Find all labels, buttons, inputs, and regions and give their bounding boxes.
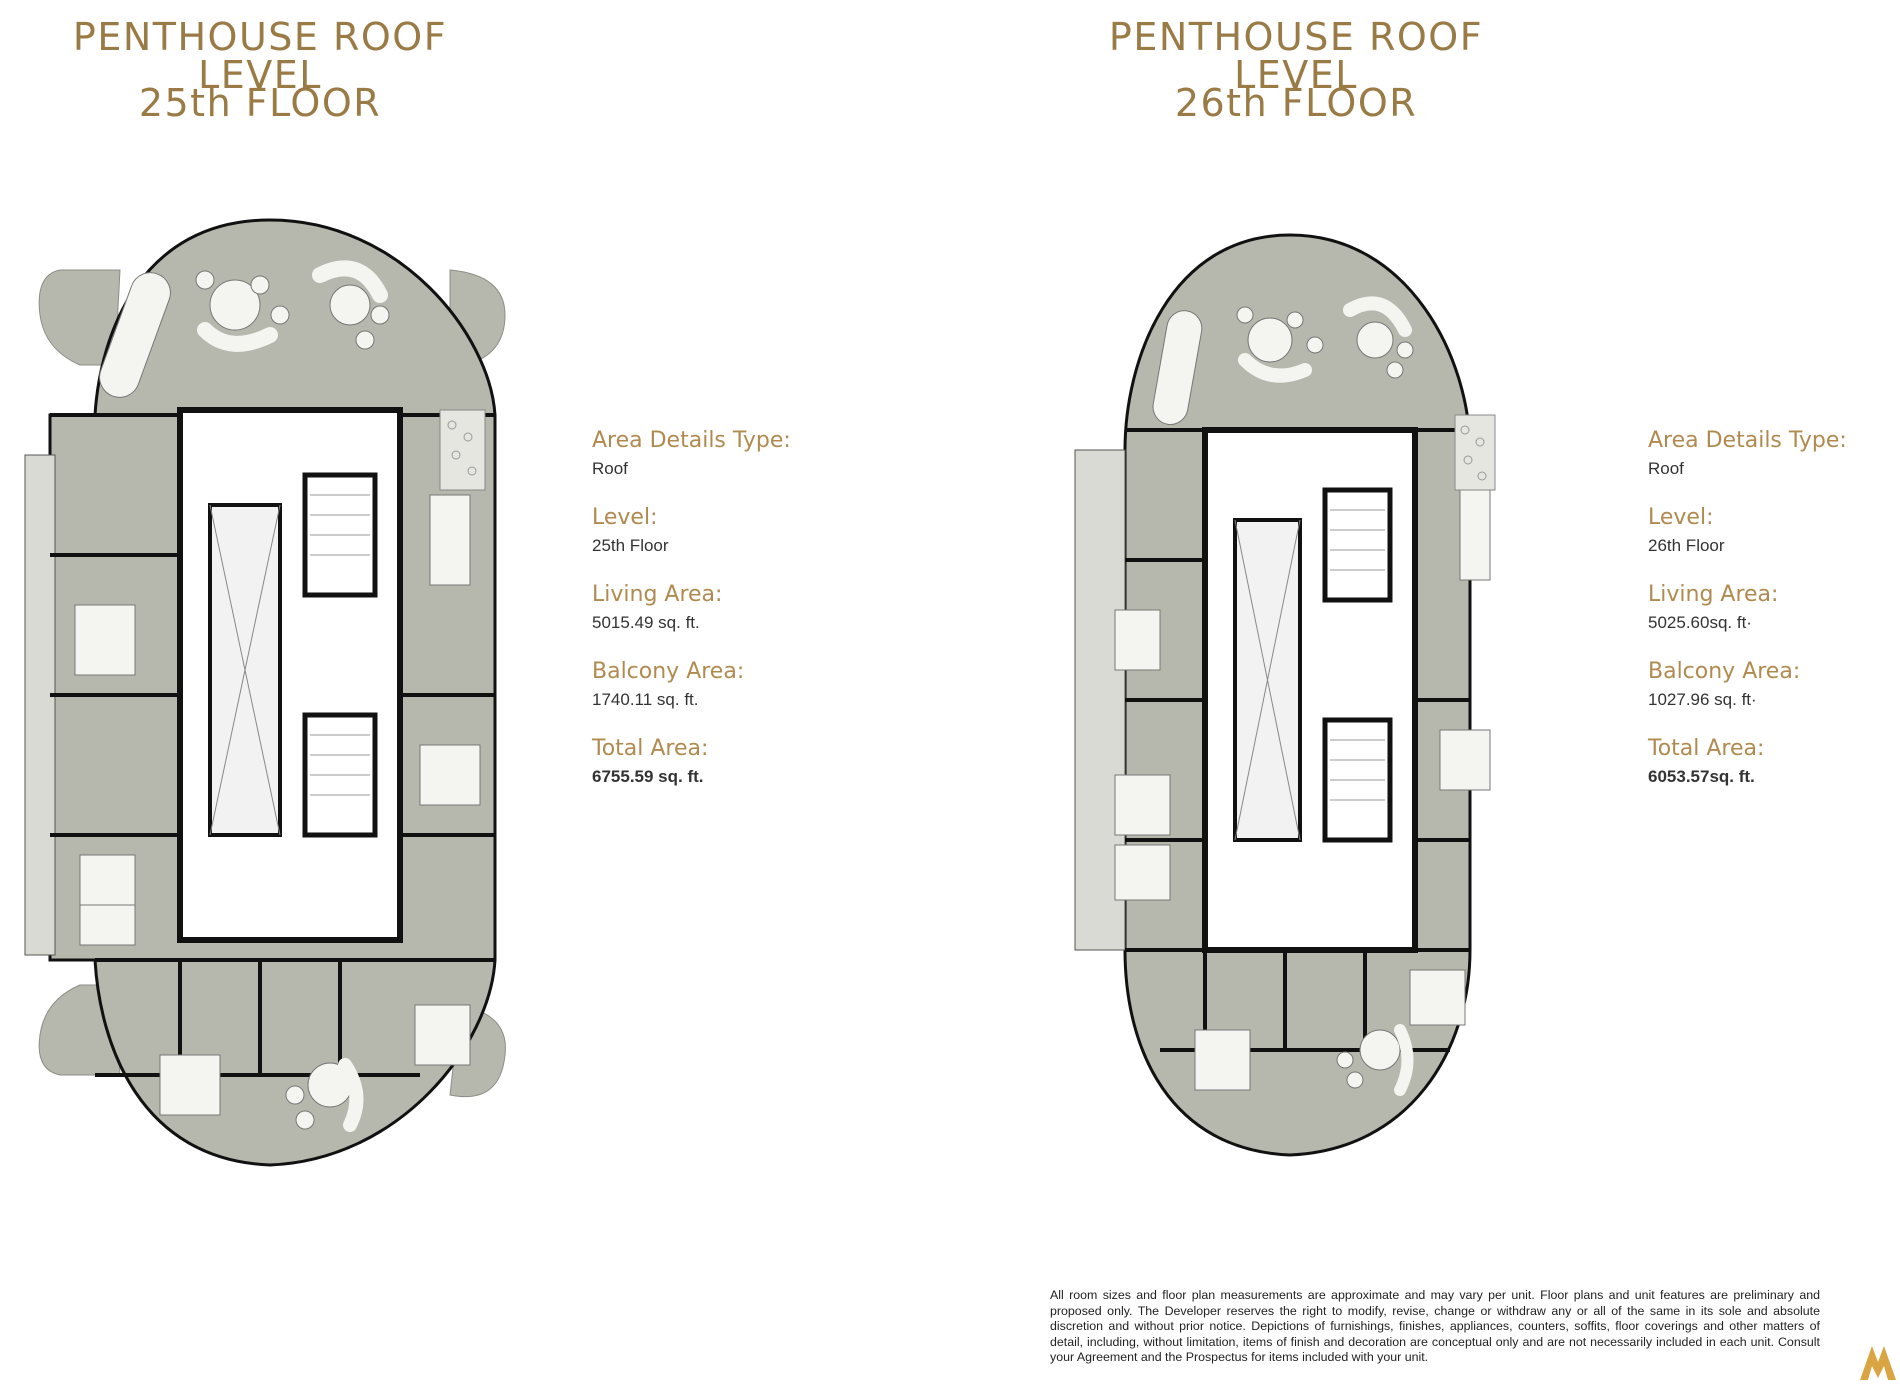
disclaimer-text: All room sizes and floor plan measuremen… xyxy=(1050,1288,1820,1364)
balcony-pod xyxy=(38,269,121,366)
total-area-value: 6053.57sq. ft. xyxy=(1648,767,1755,786)
balcony-area-label: Balcony Area: xyxy=(592,659,745,684)
balcony-area-value: 1740.11 sq. ft. xyxy=(592,690,699,709)
right-title-line1: PENTHOUSE ROOF LEVEL xyxy=(1108,15,1484,97)
stair-upper xyxy=(1322,487,1393,603)
level-label: Level: xyxy=(1648,505,1714,530)
floor-plan-26th xyxy=(1074,233,1496,1157)
level-value: 26th Floor xyxy=(1648,536,1725,555)
brand-logo-icon xyxy=(1860,1346,1896,1380)
type-label: Area Details Type: xyxy=(592,428,791,453)
level-label: Level: xyxy=(592,505,658,530)
type-value: Roof xyxy=(1648,459,1684,478)
right-title-line2: 26th FLOOR xyxy=(1174,81,1418,125)
side-terrace xyxy=(24,454,56,956)
floor-plan-25th xyxy=(24,218,506,1167)
total-area-label: Total Area: xyxy=(592,736,709,761)
living-area-value: 5025.60sq. ft· xyxy=(1648,613,1752,632)
left-title-line1: PENTHOUSE ROOF LEVEL xyxy=(72,15,448,97)
left-title-line2: 25th FLOOR xyxy=(138,81,382,125)
area-details-25th: Area Details Type: Roof Level: 25th Floo… xyxy=(592,430,852,815)
total-area-value: 6755.59 sq. ft. xyxy=(592,767,704,786)
type-value: Roof xyxy=(592,459,628,478)
area-details-26th: Area Details Type: Roof Level: 26th Floo… xyxy=(1648,430,1900,815)
living-area-label: Living Area: xyxy=(1648,582,1779,607)
living-area-label: Living Area: xyxy=(592,582,723,607)
type-label: Area Details Type: xyxy=(1648,428,1847,453)
balcony-area-value: 1027.96 sq. ft· xyxy=(1648,690,1757,709)
living-area-value: 5015.49 sq. ft. xyxy=(592,613,700,632)
balcony-area-label: Balcony Area: xyxy=(1648,659,1801,684)
total-area-label: Total Area: xyxy=(1648,736,1765,761)
level-value: 25th Floor xyxy=(592,536,669,555)
